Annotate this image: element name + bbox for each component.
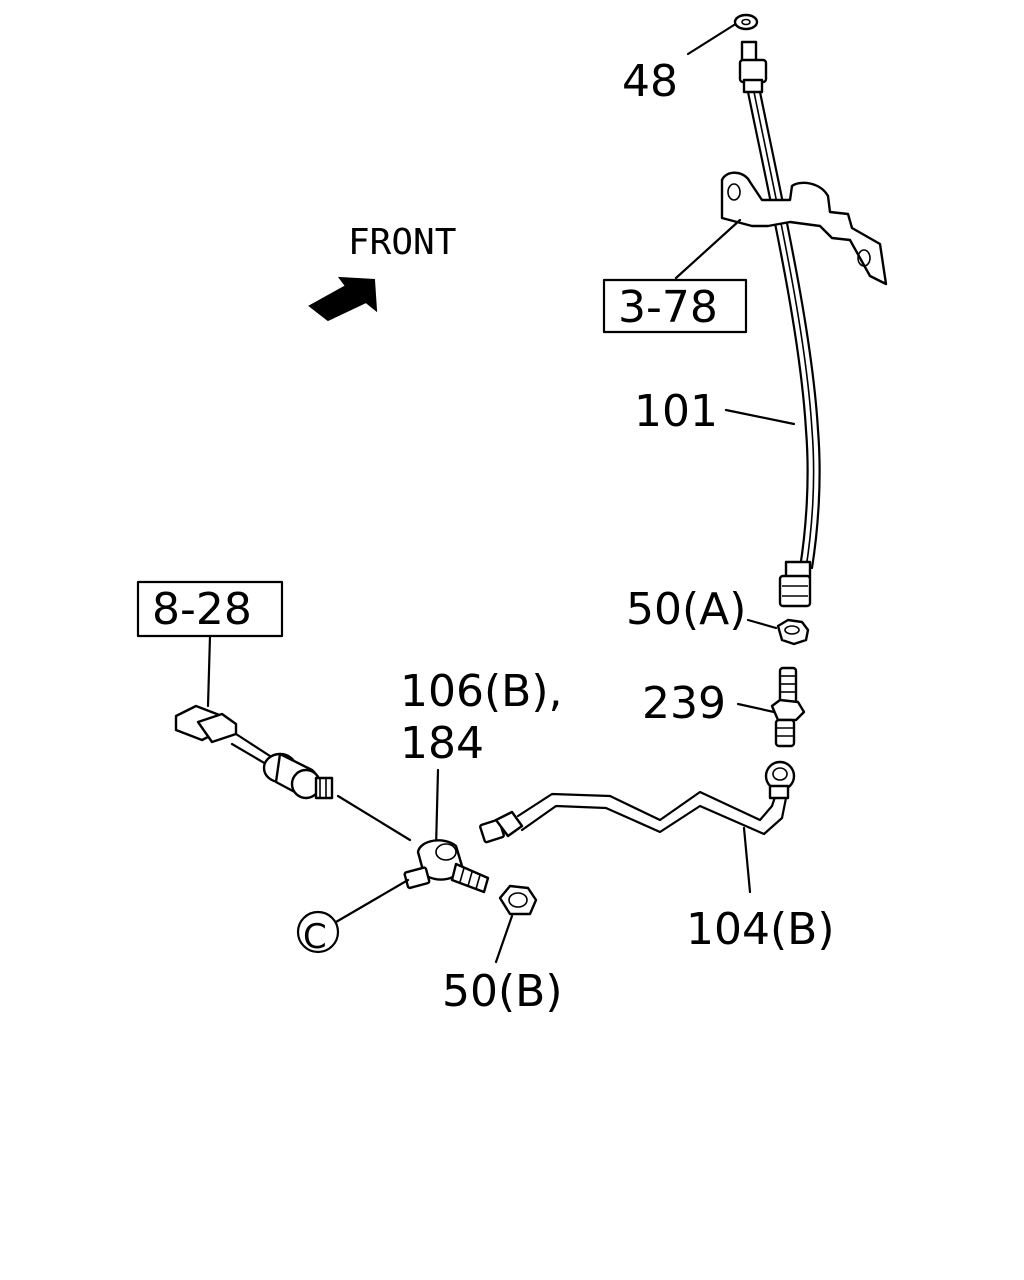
pipe-104b [479,760,796,844]
callout-50a: 50(A) [626,584,746,635]
tee-fitting-106b [403,839,490,894]
front-arrow-icon [308,276,378,322]
nut-50a [776,618,810,646]
pressure-sensor [174,704,334,800]
washer-48 [733,13,759,31]
callout-106b: 106(B), [400,666,563,717]
callout-104b: 104(B) [686,904,835,955]
hose-101 [738,40,821,608]
callout-239: 239 [642,678,726,729]
nut-50b [498,884,538,916]
callout-48: 48 [622,56,678,107]
callout-8-28: 8-28 [152,584,252,635]
callout-101: 101 [634,386,718,437]
callout-c: C [303,917,327,957]
callout-50b: 50(B) [442,966,563,1017]
connector-239 [770,666,806,748]
bracket-3-78 [720,171,888,286]
callout-3-78: 3-78 [618,282,718,333]
front-label: FRONT [348,222,456,263]
callout-box-3-78 [602,278,748,334]
callout-184: 184 [400,718,484,769]
